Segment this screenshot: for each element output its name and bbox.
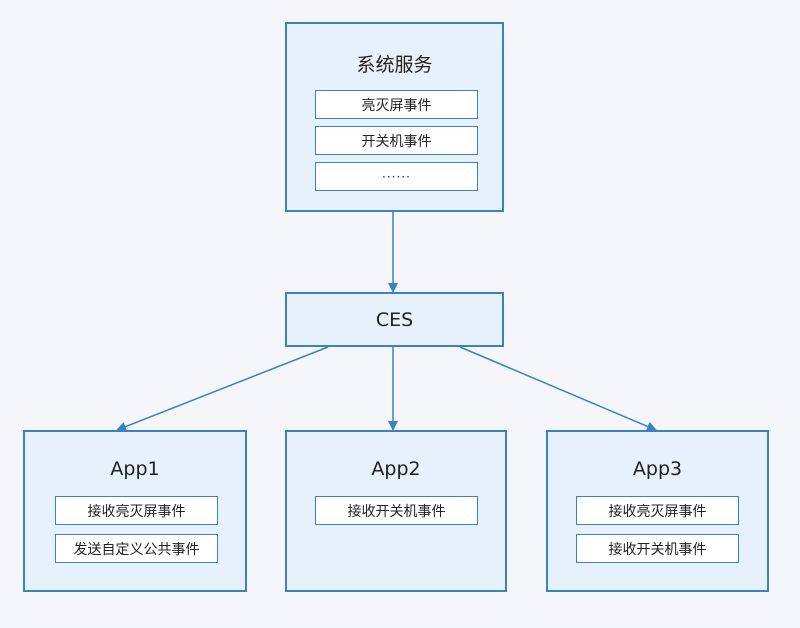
app2-box: App2 接收开关机事件	[285, 430, 507, 592]
app3-box: App3 接收亮灭屏事件 接收开关机事件	[546, 430, 769, 592]
system-service-box: 系统服务 亮灭屏事件 开关机事件 ······	[285, 22, 504, 212]
system-item-power-event: 开关机事件	[315, 126, 478, 155]
arrow-ces-to-app1	[116, 346, 329, 432]
system-item-screen-event: 亮灭屏事件	[315, 90, 478, 119]
app3-item-receive-power-event: 接收开关机事件	[576, 534, 739, 563]
app1-item-send-custom-event: 发送自定义公共事件	[55, 534, 218, 563]
app3-title: App3	[632, 458, 683, 480]
ces-box: CES	[285, 292, 504, 347]
system-service-title: 系统服务	[356, 54, 433, 76]
system-item-more: ······	[315, 162, 478, 191]
app1-box: App1 接收亮灭屏事件 发送自定义公共事件	[23, 430, 247, 592]
app2-title: App2	[371, 458, 421, 480]
app2-item-receive-power-event: 接收开关机事件	[315, 496, 478, 525]
arrow-ces-to-app3	[459, 346, 657, 432]
app1-title: App1	[110, 458, 160, 480]
app1-item-receive-screen-event: 接收亮灭屏事件	[55, 496, 218, 525]
app3-item-receive-screen-event: 接收亮灭屏事件	[576, 496, 739, 525]
ces-label: CES	[375, 308, 414, 331]
